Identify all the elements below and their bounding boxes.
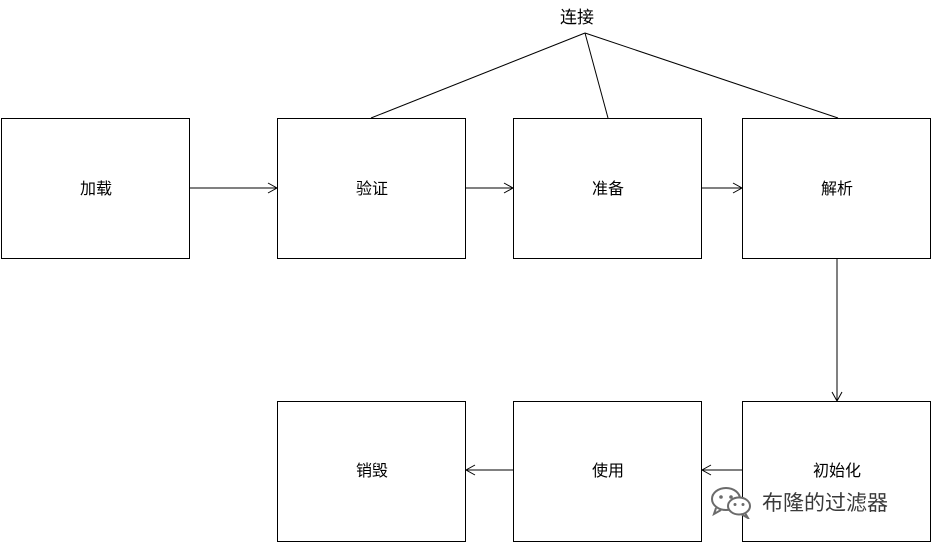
bracket-line-verify	[370, 32, 586, 119]
node-destroy-label: 销毁	[356, 461, 388, 480]
arrow-load-to-verify	[190, 182, 279, 194]
node-use-box	[513, 401, 702, 542]
node-prepare-label: 准备	[592, 179, 624, 198]
group-label-connect: 连接	[560, 8, 594, 28]
node-verify-label: 验证	[356, 179, 388, 198]
arrow-use-to-destroy	[464, 464, 513, 476]
node-resolve-label: 解析	[821, 179, 853, 198]
arrow-verify-to-prepare	[466, 182, 515, 194]
node-destroy-box	[277, 401, 466, 542]
node-load-label: 加载	[80, 179, 112, 198]
node-resolve: 解析	[742, 118, 931, 259]
watermark: 布隆的过滤器	[708, 484, 918, 520]
bracket-line-resolve	[584, 32, 839, 119]
node-load: 加载	[1, 118, 190, 259]
node-initialize-box	[742, 401, 931, 542]
arrow-initialize-to-use	[700, 464, 742, 476]
node-use: 使用	[513, 401, 702, 542]
node-use-label: 使用	[592, 461, 624, 480]
watermark-text: 布隆的过滤器	[762, 491, 888, 515]
node-destroy: 销毁	[277, 401, 466, 542]
wechat-icon	[711, 487, 751, 519]
node-resolve-box	[742, 118, 931, 259]
bracket-line-prepare	[584, 32, 609, 119]
node-load-box	[1, 118, 190, 259]
node-prepare: 准备	[513, 118, 702, 259]
node-prepare-box	[513, 118, 702, 259]
group-bracket-lines	[370, 32, 839, 119]
arrow-resolve-to-initialize	[831, 259, 843, 403]
node-verify-box	[277, 118, 466, 259]
node-initialize: 初始化	[742, 401, 931, 542]
node-initialize-label: 初始化	[813, 461, 861, 480]
arrow-prepare-to-resolve	[702, 182, 744, 194]
node-verify: 验证	[277, 118, 466, 259]
